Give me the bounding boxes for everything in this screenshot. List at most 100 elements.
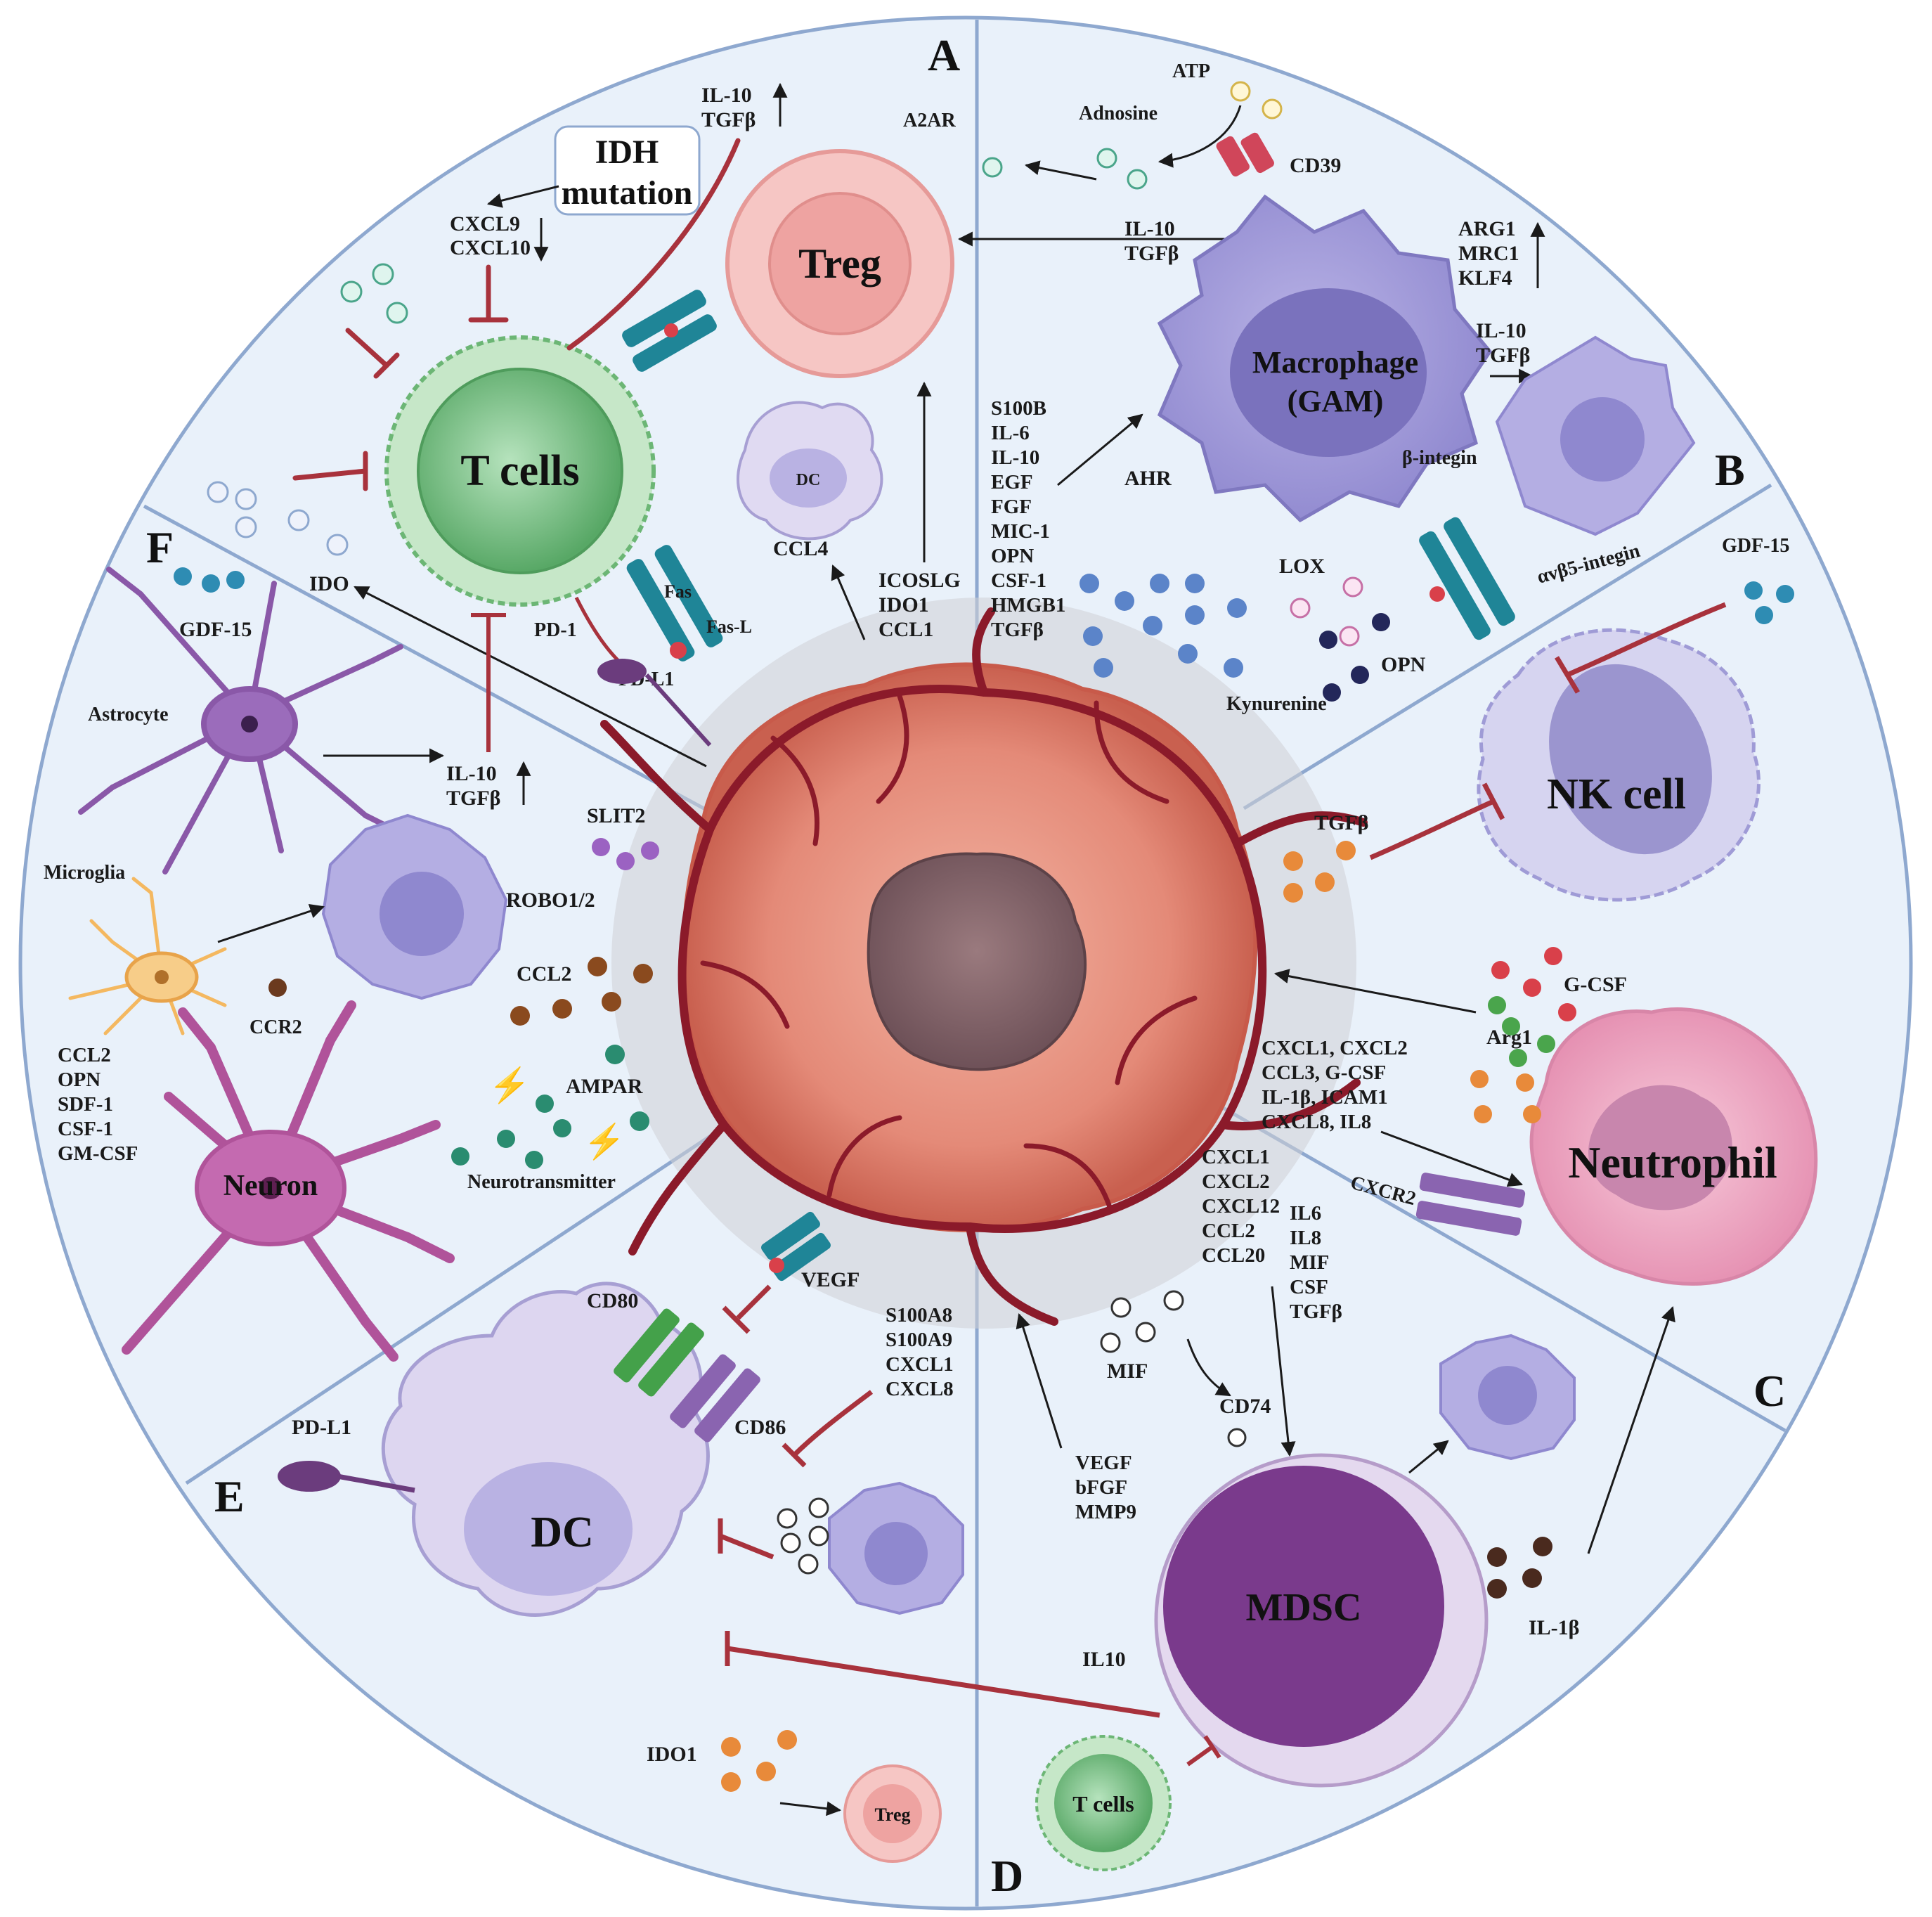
a2ar: A2AR: [903, 110, 956, 131]
panel-letters: A B C D E F: [146, 30, 1786, 1901]
dc-large-label: DC: [531, 1509, 594, 1556]
fgf: FGF: [991, 496, 1032, 518]
panel-c: C: [1753, 1366, 1786, 1416]
hmgb1: HMGB1: [991, 594, 1065, 617]
macrophage-cell-2: [1495, 335, 1696, 536]
nk-cell: NK cell: [1477, 628, 1761, 902]
f-opn: OPN: [58, 1069, 101, 1091]
s100a9: S100A9: [886, 1329, 952, 1351]
slit2-dots: [592, 838, 659, 870]
macrophage-label-2: (GAM): [1288, 384, 1384, 418]
mif: MIF: [1107, 1360, 1148, 1383]
treg-label: Treg: [798, 240, 881, 287]
cxcl10: CXCL10: [450, 236, 531, 259]
t-cells-label: T cells: [460, 447, 579, 495]
small-macrophage-d: [1439, 1334, 1576, 1461]
il10-f: IL-10: [446, 762, 497, 785]
atp: ATP: [1172, 60, 1210, 82]
icoslg: ICOSLG: [879, 569, 961, 592]
csf1: CSF-1: [991, 569, 1046, 592]
macrophage-cell: Macrophage (GAM): [1157, 194, 1493, 523]
cxcl9: CXCL9: [450, 212, 520, 235]
dc-small: DC: [737, 401, 883, 541]
ido1-a: IDO1: [879, 593, 929, 617]
panel-d: D: [991, 1851, 1023, 1901]
tcr-receptor: [622, 290, 717, 372]
ccl2-dots: [510, 957, 653, 1026]
e-cxcl1: CXCL1: [886, 1353, 954, 1376]
ccl1: CCL1: [879, 618, 933, 641]
s100a8: S100A8: [886, 1304, 952, 1327]
microglia-cell: [68, 877, 227, 1035]
lightning-icon-1: ⚡: [488, 1066, 531, 1105]
neutrophil-dots: [1470, 947, 1576, 1123]
vegf-e: VEGF: [801, 1268, 860, 1291]
panel-e-content: DC PD-L1 CD80 CD86 VEGF S100A8 S100A9 CX…: [278, 1211, 964, 1863]
panel-d-content: CXCL1 CXCL2 CXCL12 CCL2 CCL20 IL6 IL8 MI…: [725, 1146, 1675, 1871]
d-tgfb: TGFβ: [1290, 1300, 1342, 1323]
adnosine: Adnosine: [1079, 103, 1158, 124]
panel-b: B: [1715, 445, 1745, 495]
neuron-label: Neuron: [223, 1170, 318, 1202]
il10-b: IL-10: [1124, 217, 1175, 240]
egf: EGF: [991, 471, 1033, 493]
panel-f-content: IDO GDF-15 Astrocyte IL-10 TGFβ SLIT2 RO…: [44, 567, 707, 1362]
pd1: PD-1: [534, 619, 577, 641]
cd86: CD86: [734, 1416, 786, 1439]
neuron-list: CCL2 OPN SDF-1 CSF-1 GM-CSF: [58, 1044, 138, 1165]
c-list-2: CCL3, G-CSF: [1262, 1061, 1386, 1084]
lox: LOX: [1279, 555, 1325, 578]
arg1: ARG1: [1458, 217, 1516, 240]
d-list-1: CXCL1 CXCL2 CXCL12 CCL2 CCL20: [1202, 1146, 1280, 1267]
cd74: CD74: [1219, 1395, 1271, 1418]
pdl1-e: PD-L1: [292, 1416, 351, 1439]
molecule-dots-a2: [207, 481, 349, 556]
d-vegf: VEGF: [1075, 1452, 1132, 1474]
d-csf: CSF: [1290, 1276, 1328, 1298]
d-cxcl1: CXCL1: [1202, 1146, 1270, 1168]
t-cell-small: T cells: [1035, 1735, 1172, 1871]
mac-nk-receptor: [1419, 517, 1515, 640]
lightning-icon-2: ⚡: [583, 1122, 625, 1161]
il1b: IL-1β: [1529, 1616, 1579, 1639]
il10-c: IL-10: [1476, 319, 1526, 342]
il6-b: IL-6: [991, 422, 1030, 444]
opn-list-b: OPN: [991, 545, 1034, 567]
ido1-e: IDO1: [647, 1743, 697, 1766]
nk-label: NK cell: [1547, 770, 1686, 818]
fas-receptor: [626, 545, 723, 661]
panel-c-content: NK cell TGFβ Neutrophil G-CSF Arg1 CXCL1…: [1262, 602, 1818, 1286]
idh-mutation-box: IDH mutation: [554, 125, 701, 216]
gdf15-f: GDF-15: [179, 618, 252, 641]
ccr2: CCR2: [249, 1016, 302, 1038]
tgfb-c: TGFβ: [1476, 344, 1530, 367]
d-cxcl2: CXCL2: [1202, 1170, 1270, 1193]
klf4: KLF4: [1458, 266, 1512, 290]
tgfb-a: TGFβ: [701, 108, 756, 131]
f-gmcsf: GM-CSF: [58, 1142, 138, 1165]
il10-a: IL-10: [701, 84, 752, 107]
microglia-f-macrophage: [321, 813, 508, 1000]
cxcr2-receptor: [1415, 1173, 1526, 1236]
gcsf: G-CSF: [1564, 973, 1627, 996]
il1b-dots: [1487, 1537, 1552, 1599]
tumor: [600, 598, 1368, 1329]
idh-label-2: mutation: [562, 174, 693, 212]
f-csf1: CSF-1: [58, 1118, 113, 1140]
panel-a-content: Treg T cells IDH mutation IL-10 TGFβ CXC…: [207, 82, 1148, 747]
neurotransmitter-dots: [451, 1095, 571, 1169]
robo: ROBO1/2: [506, 889, 595, 912]
idh-label-1: IDH: [595, 134, 659, 171]
panel-e: E: [214, 1471, 245, 1521]
slit2: SLIT2: [587, 804, 645, 827]
astrocyte-label: Astrocyte: [88, 704, 169, 725]
fasl: Fas-L: [706, 617, 752, 637]
cd80-receptor: [614, 1308, 704, 1397]
vegf-receptor: [761, 1211, 831, 1282]
mif-dots: [1100, 1290, 1184, 1353]
neurotransmitter: Neurotransmitter: [467, 1171, 616, 1193]
tgfb-f: TGFβ: [446, 787, 500, 810]
panel-a: A: [928, 30, 960, 80]
c-list: CXCL1, CXCL2 CCL3, G-CSF IL-1β, ICAM1 CX…: [1262, 1037, 1408, 1133]
mdsc-label: MDSC: [1246, 1586, 1362, 1629]
